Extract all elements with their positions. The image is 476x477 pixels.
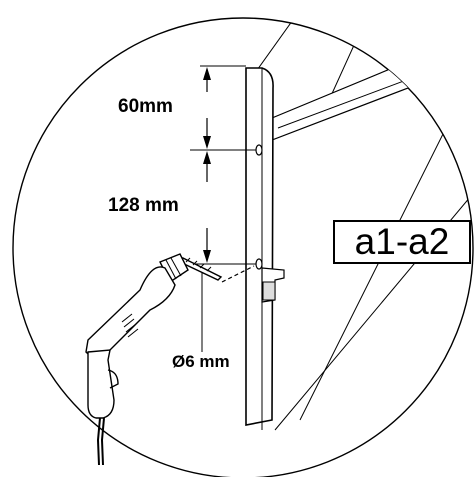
cross-rail-edge	[277, 53, 473, 129]
upper-hole	[255, 144, 263, 156]
drill-diameter-label: Ø6 mm	[172, 352, 230, 371]
power-drill-icon	[85, 253, 223, 466]
dimension-arrow-60mm	[203, 67, 211, 149]
side-panel	[245, 67, 274, 426]
dimension-label-128mm: 128 mm	[108, 195, 179, 216]
detail-circle	[12, 17, 474, 477]
dimension-arrow-128mm	[203, 151, 211, 263]
lower-hole	[255, 258, 263, 270]
notch-shadow	[262, 281, 276, 301]
dimension-label-60mm: 60mm	[118, 96, 173, 117]
cross-rail	[271, 39, 473, 141]
drill-path-line	[221, 265, 255, 283]
step-code-label: a1-a2	[333, 220, 471, 264]
